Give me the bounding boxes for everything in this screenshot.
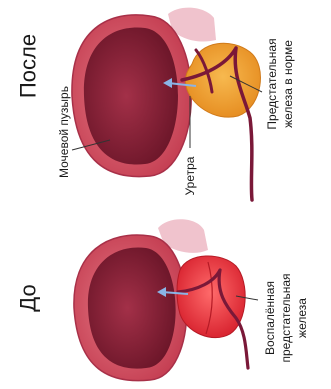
after-illustration <box>72 8 262 200</box>
inflamed-prostate-label-line1: Воспалённая <box>263 281 277 355</box>
after-heading: После <box>16 34 41 98</box>
before-bladder-cavity <box>88 248 176 369</box>
bladder-label: Мочевой пузырь <box>57 86 71 178</box>
before-illustration <box>74 219 258 380</box>
normal-prostate-label-line1: Предстательная <box>265 38 279 129</box>
inflamed-prostate-label-line2: предстательная <box>279 273 293 362</box>
after-normal-prostate <box>185 43 260 117</box>
normal-prostate-label-line2: железа в норме <box>281 40 295 128</box>
after-bladder-cavity <box>84 28 178 165</box>
urethra-label: Уретра <box>183 156 197 195</box>
before-inflamed-prostate <box>177 256 245 338</box>
inflamed-prostate-label-line3: железа <box>295 298 309 338</box>
before-heading: До <box>16 284 41 311</box>
